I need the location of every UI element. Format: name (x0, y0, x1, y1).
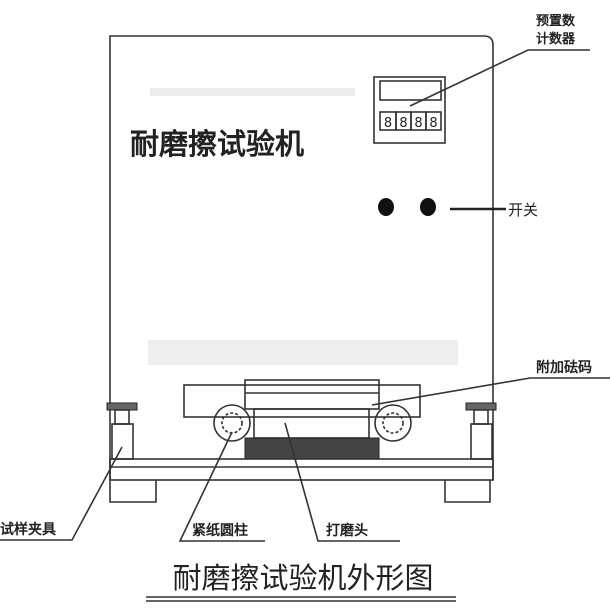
clamp-label: 试样夹具 (0, 521, 56, 538)
switch-button (378, 198, 394, 216)
cabinet-outline (109, 35, 494, 480)
paper-roller-left (213, 404, 251, 442)
counter-digit-box (425, 111, 442, 131)
grinding-head (253, 408, 370, 439)
leader-line (409, 49, 590, 107)
weight-label: 附加砝码 (536, 359, 592, 376)
sample-clamp-left (106, 402, 138, 460)
grinding-head-label: 打磨头 (326, 522, 368, 539)
leader-line (0, 446, 123, 541)
leader-line (371, 377, 610, 406)
counter-label-line1: 预置数 (536, 13, 576, 29)
foot-left (109, 480, 157, 503)
label-strip-bottom (148, 340, 458, 365)
weight-frame (183, 384, 421, 418)
paper-roller-right (374, 404, 412, 442)
label-strip-top (150, 88, 355, 96)
base-plate (109, 458, 494, 481)
switch-button (420, 198, 436, 216)
counter-digit: 8 (414, 116, 422, 131)
foot-right (444, 480, 491, 503)
preset-counter: 8 8 8 8 (373, 76, 446, 144)
switch-label: 开关 (508, 201, 538, 219)
caption-underline (146, 596, 456, 602)
machine-label: 耐磨擦试验机 (130, 127, 304, 161)
counter-digit: 8 (429, 116, 437, 131)
leader-line (284, 422, 400, 542)
paper-roller-label: 紧纸圆柱 (192, 522, 248, 539)
counter-display (379, 80, 442, 101)
counter-label-line2: 计数器 (536, 31, 576, 47)
counter-digit: 8 (399, 116, 407, 131)
diagram-caption: 耐磨擦试验机外形图 (172, 561, 433, 595)
abrasive-pad (244, 437, 380, 460)
sample-clamp-right (465, 402, 497, 460)
leader-line (178, 431, 265, 542)
counter-digit: 8 (384, 116, 392, 131)
